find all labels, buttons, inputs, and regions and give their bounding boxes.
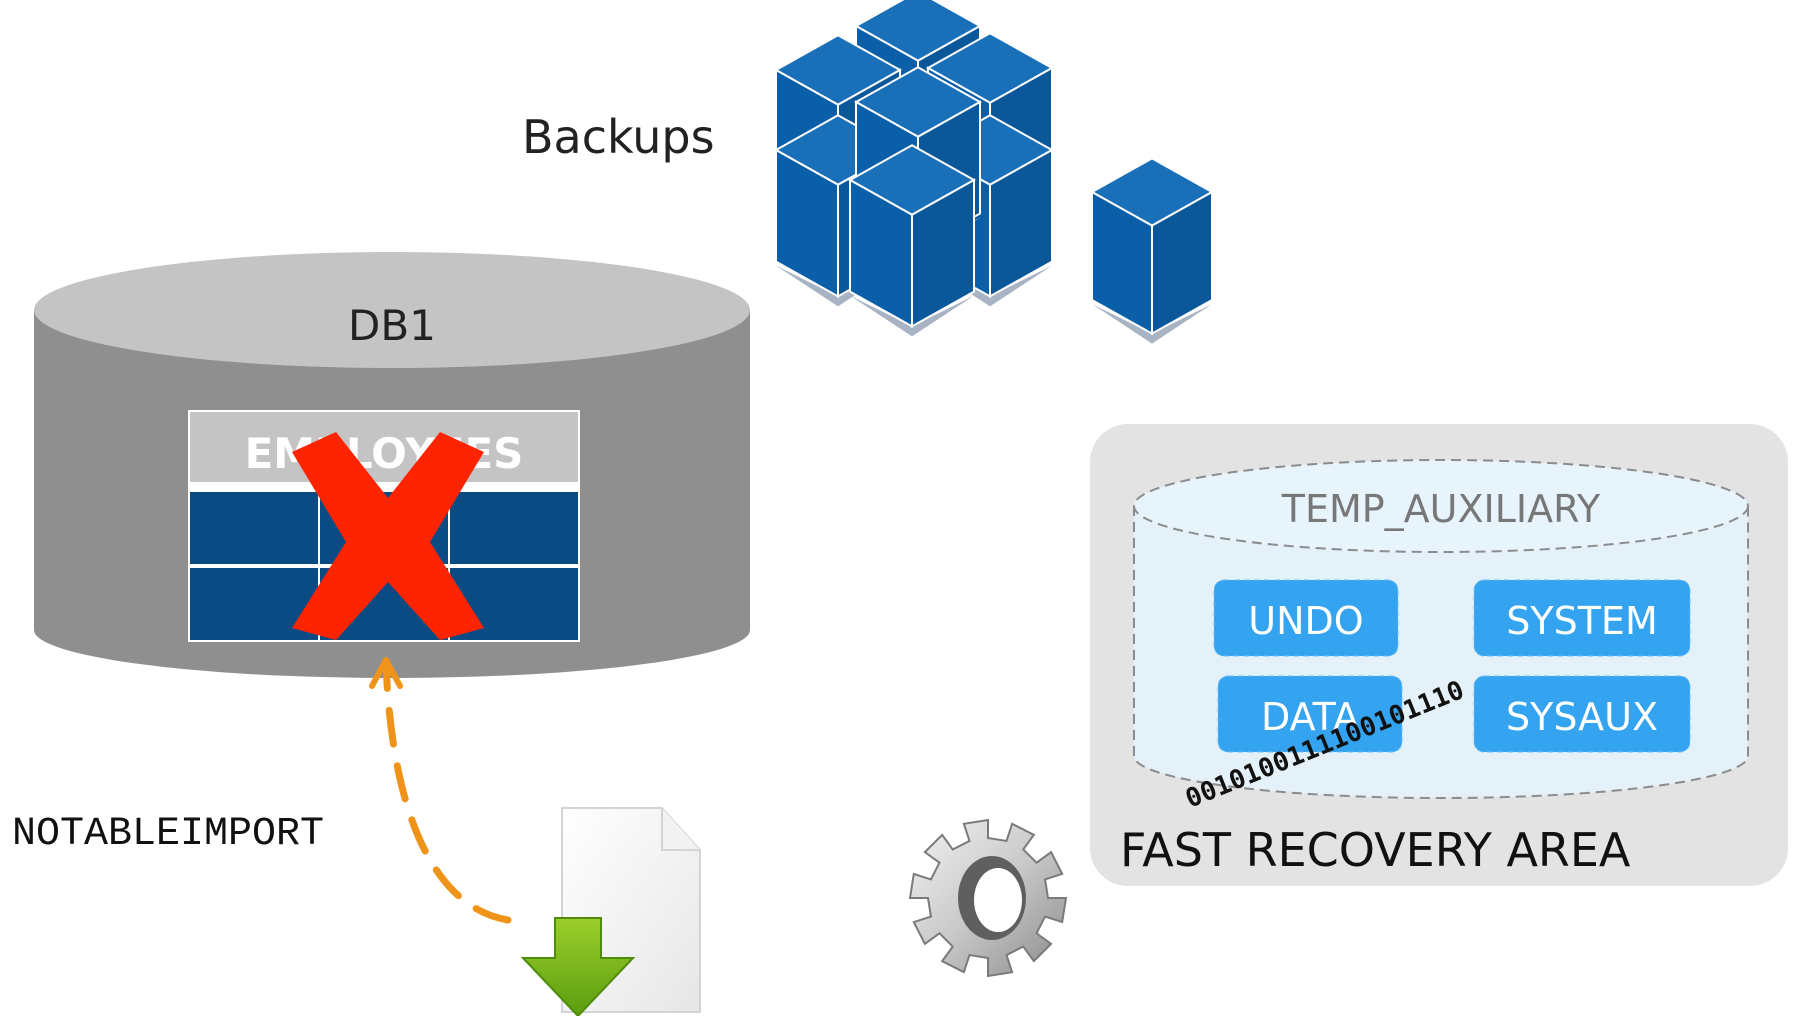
svg-text:SYSTEM: SYSTEM (1506, 599, 1657, 643)
database-icon: DB1 EMPLOYEES (34, 252, 750, 678)
backups-label: Backups (522, 110, 715, 164)
export-file-icon (520, 807, 701, 1018)
svg-text:DATA: DATA (1261, 695, 1359, 739)
import-arrow (382, 658, 512, 924)
tablespace-system: SYSTEM (1473, 579, 1691, 657)
import-arrowhead (369, 657, 403, 689)
aux-instance-label: TEMP_AUXILIARY (1281, 487, 1601, 531)
red-x-icon (292, 432, 484, 640)
backup-cubes-icon (773, 0, 1215, 344)
fra-label: FAST RECOVERY AREA (1120, 823, 1631, 877)
svg-text:UNDO: UNDO (1248, 599, 1363, 643)
notableimport-label: NOTABLEIMPORT (12, 812, 325, 857)
svg-text:SYSAUX: SYSAUX (1506, 695, 1658, 739)
gear-icon (908, 818, 1068, 978)
db-label: DB1 (348, 301, 436, 350)
tablespace-data: DATA (1217, 675, 1403, 753)
tablespace-sysaux: SYSAUX (1473, 675, 1691, 753)
fast-recovery-area: TEMP_AUXILIARY UNDO SYSTEM DATA SYSAUX 0… (1090, 424, 1788, 886)
tablespace-undo: UNDO (1213, 579, 1399, 657)
